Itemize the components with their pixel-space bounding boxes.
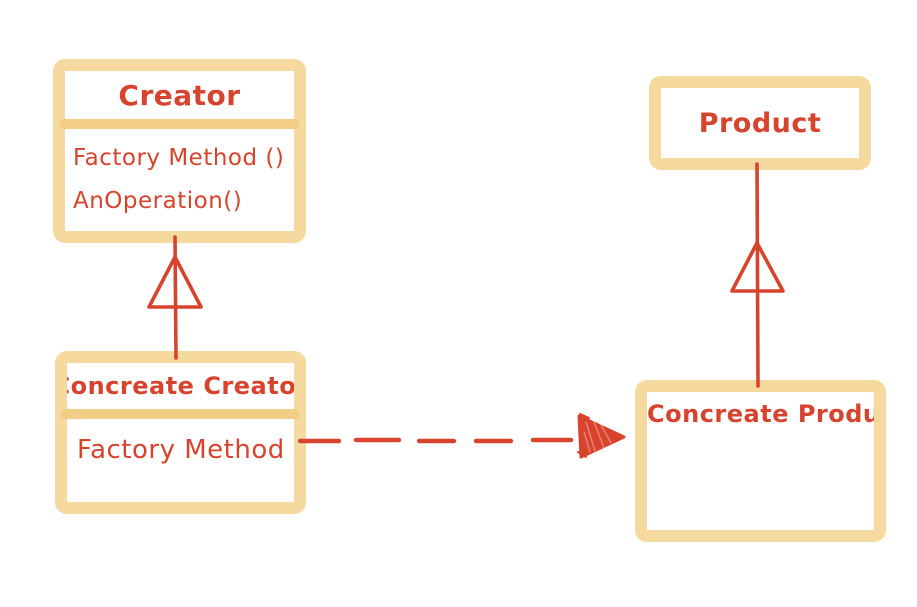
class-name-product: Product: [698, 107, 822, 139]
compartment-divider: [59, 119, 300, 129]
scribble-arrowhead-icon: [577, 413, 626, 459]
inheritance-line-left: [173, 235, 178, 360]
class-title-compartment: Creator: [65, 71, 294, 119]
class-name-concrete-creator: Concreate Creator: [67, 372, 294, 400]
dashed-dependency-arrow: [297, 413, 626, 459]
class-title-compartment: Concreate Creator: [67, 363, 294, 409]
class-name-concrete-product: Concreate Product: [647, 400, 874, 428]
compartment-divider: [61, 409, 300, 419]
class-title-compartment: Product: [661, 88, 859, 158]
class-name-creator: Creator: [118, 78, 241, 112]
inheritance-arrow-creator: [147, 235, 203, 360]
class-title-compartment: Concreate Product: [647, 392, 874, 530]
class-methods-compartment: Factory Method () AnOperation(): [65, 129, 294, 231]
class-box-product: Product: [649, 76, 871, 170]
hollow-triangle-icon: [147, 255, 203, 309]
class-box-concrete-creator: Concreate Creator Factory Method: [55, 351, 306, 514]
class-box-concrete-product: Concreate Product: [635, 380, 886, 542]
inheritance-arrow-product: [730, 162, 785, 388]
class-methods-compartment: Factory Method: [67, 419, 294, 502]
hollow-triangle-icon: [730, 241, 785, 293]
dashed-dependency-line: [297, 437, 574, 444]
method-factory-method: Factory Method: [77, 435, 285, 465]
method-factory-method: Factory Method (): [73, 145, 285, 171]
inheritance-line-right: [755, 162, 760, 388]
method-an-operation: AnOperation(): [73, 187, 243, 214]
class-box-creator: Creator Factory Method () AnOperation(): [53, 59, 306, 243]
